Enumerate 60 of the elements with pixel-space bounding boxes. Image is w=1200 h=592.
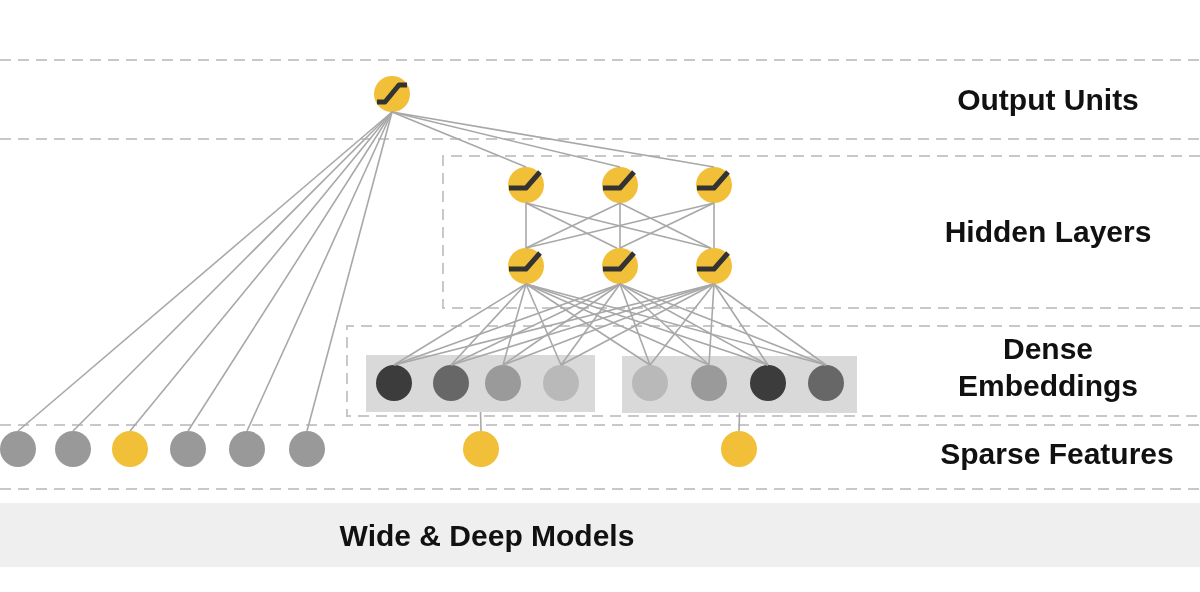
layer-label: Dense Embeddings bbox=[958, 331, 1138, 404]
hidden-unit-node bbox=[696, 167, 732, 203]
layer-frame bbox=[346, 325, 1200, 417]
connection-line bbox=[713, 202, 715, 249]
sparse-feature-node bbox=[229, 431, 265, 467]
embedding-unit-node bbox=[433, 365, 469, 401]
output-unit-node bbox=[374, 76, 410, 112]
connection-line bbox=[187, 111, 393, 432]
sparse-feature-node bbox=[170, 431, 206, 467]
embedding-unit-node bbox=[632, 365, 668, 401]
connection-line bbox=[619, 283, 710, 366]
layer-label: Hidden Layers bbox=[944, 213, 1152, 250]
connection-line bbox=[738, 412, 741, 432]
hidden-unit-node bbox=[696, 248, 732, 284]
connection-line bbox=[619, 283, 769, 366]
connection-line bbox=[525, 283, 562, 366]
connection-line bbox=[479, 411, 482, 432]
hidden-unit-node bbox=[602, 167, 638, 203]
connection-line bbox=[393, 283, 527, 366]
connection-line bbox=[391, 111, 715, 168]
layer-frame bbox=[442, 155, 1200, 309]
hidden-unit-node bbox=[508, 248, 544, 284]
sparse-feature-node bbox=[55, 431, 91, 467]
embedding-unit-node bbox=[691, 365, 727, 401]
connection-line bbox=[246, 111, 393, 432]
connection-line bbox=[306, 111, 393, 432]
sparse-feature-node bbox=[289, 431, 325, 467]
connection-line bbox=[450, 283, 527, 366]
layer-label: Output Units bbox=[957, 81, 1139, 118]
sparse-feature-node bbox=[112, 431, 148, 467]
connection-line bbox=[391, 111, 527, 168]
embedding-unit-node bbox=[750, 365, 786, 401]
connection-line bbox=[502, 283, 527, 366]
connection-line bbox=[708, 283, 715, 366]
embedding-unit-node bbox=[485, 365, 521, 401]
figure-caption: Wide & Deep Models bbox=[339, 517, 635, 554]
embedding-unit-node bbox=[376, 365, 412, 401]
connection-line bbox=[713, 283, 769, 366]
layer-band bbox=[0, 59, 1200, 140]
connection-line bbox=[525, 283, 651, 366]
connection-line bbox=[450, 283, 621, 366]
embedding-unit-node bbox=[543, 365, 579, 401]
connection-line bbox=[713, 283, 827, 366]
connection-line bbox=[619, 283, 651, 366]
connection-line bbox=[525, 202, 527, 249]
hidden-unit-node bbox=[508, 167, 544, 203]
connection-line bbox=[619, 283, 827, 366]
sparse-feature-node bbox=[0, 431, 36, 467]
sparse-feature-node bbox=[721, 431, 757, 467]
connection-line bbox=[560, 283, 621, 366]
connection-line bbox=[619, 202, 621, 249]
embedding-unit-node bbox=[808, 365, 844, 401]
connection-line bbox=[502, 283, 621, 366]
embedding-group-box bbox=[622, 356, 857, 413]
sparse-feature-node bbox=[463, 431, 499, 467]
hidden-unit-node bbox=[602, 248, 638, 284]
embedding-group-box bbox=[366, 355, 595, 412]
layer-band bbox=[0, 424, 1200, 490]
layer-label: Sparse Features bbox=[940, 435, 1174, 472]
connection-line bbox=[649, 283, 715, 366]
